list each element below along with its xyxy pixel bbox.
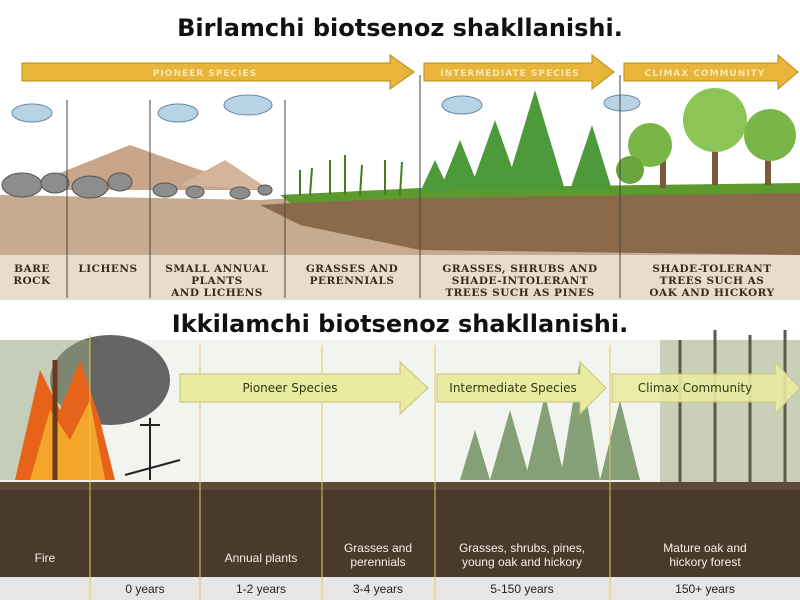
soil: [0, 482, 800, 577]
secondary-succession-title: Ikkilamchi biotsenoz shakllanishi.: [171, 310, 629, 338]
primary-succession-title: Birlamchi biotsenoz shakllanishi.: [177, 14, 623, 42]
stage-label-line: GRASSES, SHRUBS AND: [442, 263, 597, 275]
arrow-intermediate: [423, 53, 615, 91]
stage-label-line: perennials: [350, 555, 405, 569]
stage-label-line: Mature oak and: [663, 541, 746, 555]
clouds: [11, 94, 641, 123]
top-stage-labels: BARE ROCK LICHENS SMALL ANNUAL PLANTS AN…: [13, 263, 774, 299]
soil-layer-dark: [260, 190, 800, 255]
stage-label-line: Fire: [35, 551, 56, 565]
stage-dividers-bottom: [89, 335, 611, 600]
stage-label-line: ROCK: [13, 275, 51, 287]
pine-trees: [420, 90, 612, 192]
stage-label-line: PERENNIALS: [310, 275, 395, 287]
stage-label-line: PLANTS: [191, 275, 242, 287]
oak-trees: [616, 88, 796, 188]
background-trees: [460, 360, 640, 480]
arrow-intermediate-species: [436, 360, 607, 416]
stage-label-line: TREES SUCH AS: [660, 275, 765, 287]
stage-label-line: LICHENS: [78, 263, 137, 275]
arrow-pioneer-species: [179, 360, 429, 416]
secondary-succession-diagram: Pioneer Species Intermediate Species Cli…: [0, 330, 800, 600]
stage-label-line: Annual plants: [225, 551, 298, 565]
stage-label-line: Grasses and: [344, 541, 412, 555]
arrow-label-intermediate: INTERMEDIATE SPECIES: [440, 69, 580, 79]
arrow-climax: [623, 53, 799, 91]
years-labels: 0 years 1-2 years 3-4 years 5-150 years …: [125, 582, 735, 596]
stage-label-line: SHADE-INTOLERANT: [452, 275, 588, 287]
stage-label-line: hickory forest: [669, 555, 741, 569]
stage-label-line: Grasses, shrubs, pines,: [459, 541, 585, 555]
arrow-label-pioneer-species: Pioneer Species: [243, 381, 338, 395]
stage-label-line: AND LICHENS: [170, 287, 263, 299]
arrow-label-intermediate-species: Intermediate Species: [449, 381, 576, 395]
years-label: 3-4 years: [353, 582, 403, 596]
years-label: 5-150 years: [490, 582, 553, 596]
arrow-pioneer: [21, 54, 415, 90]
stage-label-line: TREES SUCH AS PINES: [445, 287, 594, 299]
stage-label-line: OAK AND HICKORY: [649, 287, 774, 299]
mountain: [180, 160, 270, 190]
stage-dividers: [66, 75, 621, 298]
years-label: 0 years: [125, 582, 164, 596]
arrow-label-climax-community: Climax Community: [638, 381, 752, 395]
stage-label-line: young oak and hickory: [462, 555, 582, 569]
stage-label-line: SMALL ANNUAL: [165, 263, 269, 275]
arrow-label-pioneer: PIONEER SPECIES: [153, 69, 257, 79]
power-pole: [124, 418, 181, 480]
stage-label-line: GRASSES AND: [306, 263, 398, 275]
grasses: [299, 155, 403, 196]
grass-layer: [280, 183, 800, 203]
rocks: [1, 172, 273, 200]
arrow-label-climax: CLIMAX COMMUNITY: [645, 69, 766, 79]
primary-succession-diagram: PIONEER SPECIES INTERMEDIATE SPECIES CLI…: [0, 53, 800, 300]
bottom-stage-labels: Fire Annual plants Grasses and perennial…: [35, 541, 747, 569]
top-arrows: PIONEER SPECIES INTERMEDIATE SPECIES CLI…: [21, 53, 799, 91]
years-label: 150+ years: [675, 582, 735, 596]
arrow-climax-community: [611, 360, 800, 416]
bottom-arrows: Pioneer Species Intermediate Species Cli…: [179, 360, 800, 416]
stage-label-line: SHADE-TOLERANT: [652, 263, 771, 275]
stage-label-line: BARE: [14, 263, 50, 275]
years-label: 1-2 years: [236, 582, 286, 596]
